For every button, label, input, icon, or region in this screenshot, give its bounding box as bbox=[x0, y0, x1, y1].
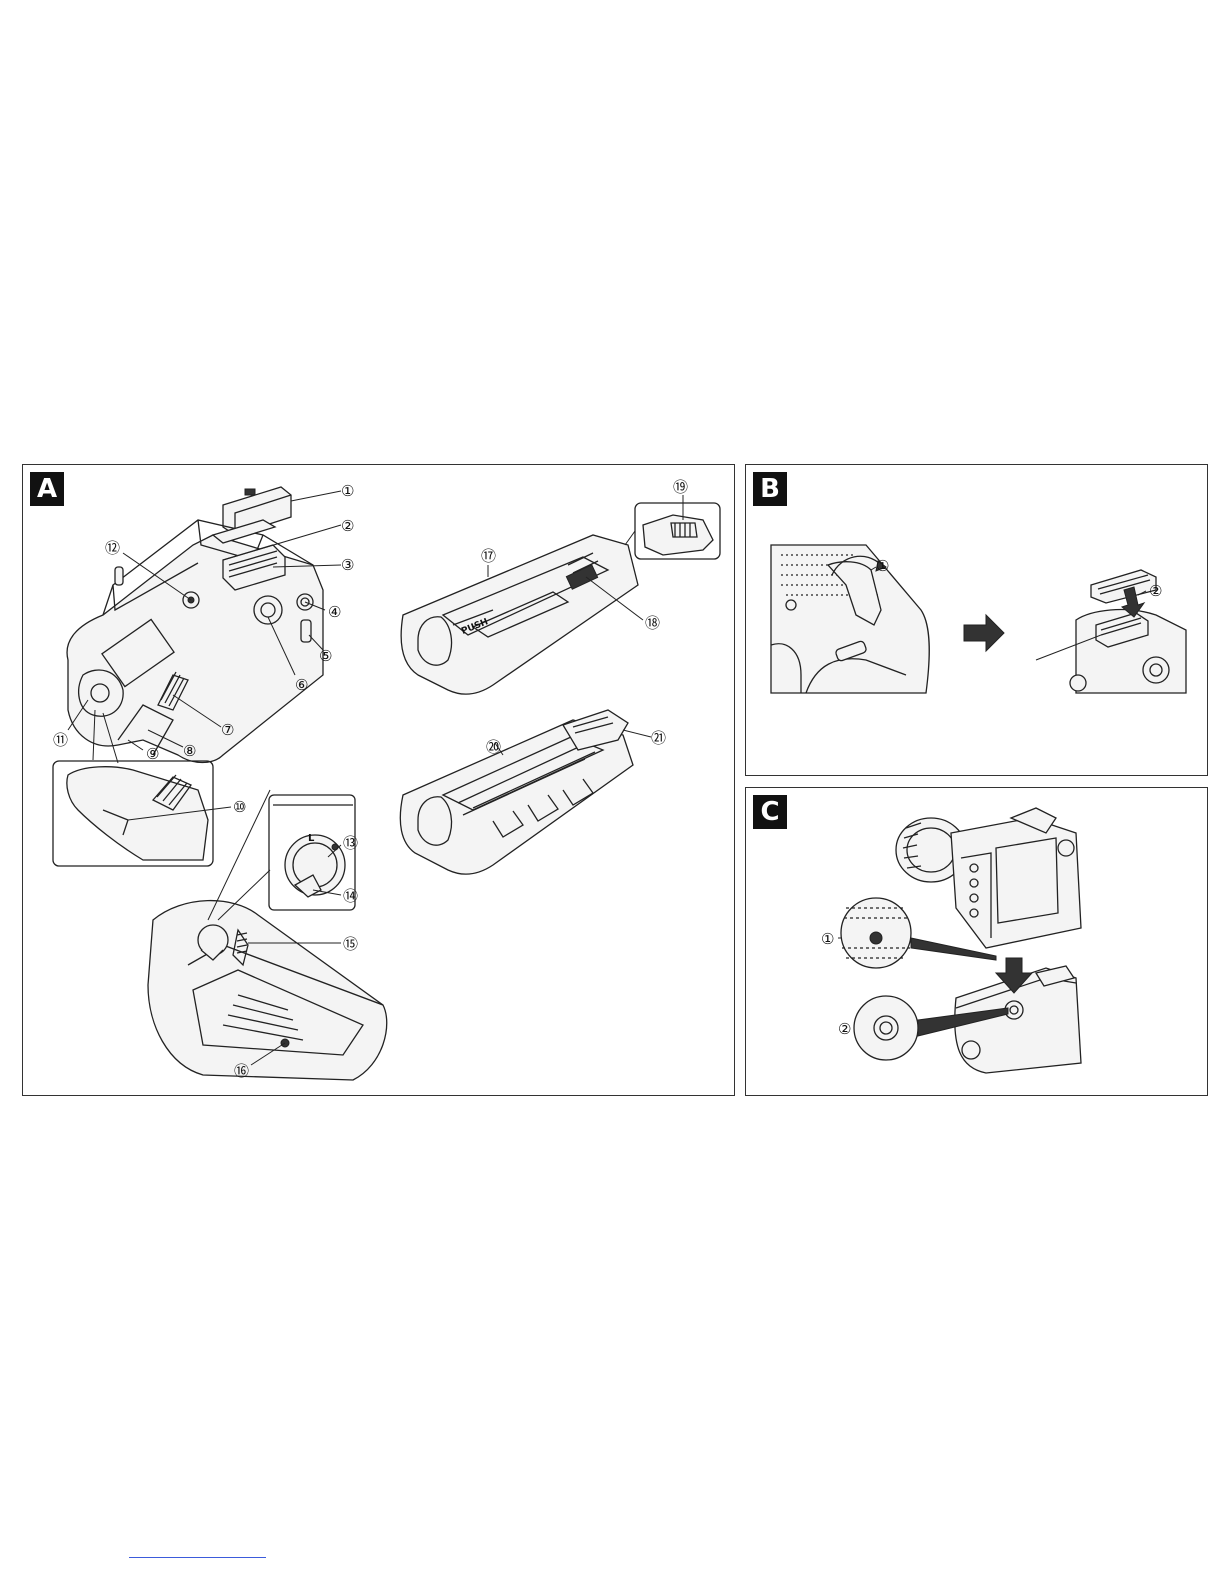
callout-c-2: ② bbox=[838, 1021, 851, 1037]
callout-c-1: ① bbox=[821, 931, 834, 947]
panel-c: C bbox=[745, 787, 1208, 1096]
battery-tray-drawing bbox=[401, 495, 720, 694]
callout-13: ⑬ bbox=[343, 835, 358, 851]
callout-9: ⑨ bbox=[146, 746, 159, 762]
callout-8: ⑧ bbox=[183, 743, 196, 759]
panel-a-illustration bbox=[23, 465, 736, 1097]
callout-b-1: ① bbox=[876, 558, 889, 574]
callout-20: ⑳ bbox=[486, 739, 501, 755]
callout-14: ⑭ bbox=[343, 888, 358, 904]
callout-1: ① bbox=[341, 483, 354, 499]
panel-c-illustration bbox=[746, 788, 1209, 1097]
callout-17: ⑰ bbox=[481, 548, 496, 564]
callout-21: ㉑ bbox=[651, 730, 666, 746]
callout-7: ⑦ bbox=[221, 722, 234, 738]
panel-a: A bbox=[22, 464, 735, 1096]
callout-18: ⑱ bbox=[645, 615, 660, 631]
callout-19: ⑲ bbox=[673, 479, 688, 495]
camera-drawing bbox=[896, 808, 1081, 948]
grip-contact-drawing bbox=[1036, 570, 1186, 693]
inset-10-drawing bbox=[53, 761, 231, 866]
aa-battery-holder-drawing bbox=[400, 710, 651, 874]
panel-b: B ① ② bbox=[745, 464, 1208, 776]
callout-15: ⑮ bbox=[343, 936, 358, 952]
callout-3: ③ bbox=[341, 557, 354, 573]
callout-16: ⑯ bbox=[234, 1063, 249, 1079]
callout-12: ⑫ bbox=[105, 540, 120, 556]
footer-divider bbox=[129, 1557, 266, 1558]
callout-10: ⑩ bbox=[233, 799, 246, 815]
callout-5: ⑤ bbox=[319, 648, 332, 664]
callout-2: ② bbox=[341, 518, 354, 534]
panel-b-illustration bbox=[746, 465, 1209, 777]
dial-l-label: L bbox=[308, 831, 314, 847]
arrow-right-icon bbox=[964, 615, 1004, 651]
callout-4: ④ bbox=[328, 604, 341, 620]
callout-b-2: ② bbox=[1149, 583, 1162, 599]
camera-bottom-drawing bbox=[771, 545, 929, 693]
callout-6: ⑥ bbox=[295, 677, 308, 693]
callout-11: ⑪ bbox=[53, 732, 68, 748]
